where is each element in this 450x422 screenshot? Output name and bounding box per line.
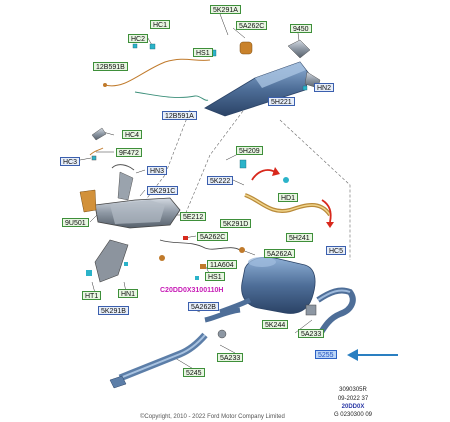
label-9u501[interactable]: 9U501 bbox=[62, 218, 89, 227]
label-12b591a[interactable]: 12B591A bbox=[162, 111, 197, 120]
label-hc3[interactable]: HC3 bbox=[60, 157, 81, 166]
label-5k291a[interactable]: 5K291A bbox=[210, 5, 241, 14]
label-5k291c[interactable]: 5K291C bbox=[147, 186, 179, 195]
harness-12b591b bbox=[104, 58, 211, 87]
label-hc5[interactable]: HC5 bbox=[326, 246, 347, 255]
sensors-top bbox=[132, 43, 308, 91]
label-5a262a[interactable]: 5A262A bbox=[264, 249, 295, 258]
meta-code: G 0230300 09 bbox=[333, 412, 373, 418]
frontpipe-5245 bbox=[109, 332, 208, 389]
dpf-5h221 bbox=[204, 39, 321, 117]
catalyst-5e212 bbox=[79, 164, 181, 229]
label-5a233-2[interactable]: 5A233 bbox=[217, 353, 244, 362]
red-arrow-right bbox=[321, 199, 332, 223]
label-5h209[interactable]: 5H209 bbox=[236, 146, 263, 155]
label-hd1[interactable]: HD1 bbox=[278, 193, 299, 202]
label-ht1[interactable]: HT1 bbox=[82, 291, 102, 300]
label-5e212[interactable]: 5E212 bbox=[180, 212, 207, 221]
red-arrow-left bbox=[251, 169, 276, 181]
label-hs1[interactable]: HS1 bbox=[193, 48, 213, 57]
label-hn2[interactable]: HN2 bbox=[314, 83, 335, 92]
copyright-text: ©Copyright, 2010 - 2022 Ford Motor Compa… bbox=[140, 414, 285, 420]
label-5k291b[interactable]: 5K291B bbox=[98, 306, 129, 315]
label-5k244[interactable]: 5K244 bbox=[262, 320, 289, 329]
sensor-9f472 bbox=[89, 127, 107, 161]
meta-ref: 3090305R bbox=[339, 387, 367, 393]
label-9450[interactable]: 9450 bbox=[290, 24, 312, 33]
label-5h241[interactable]: 5H241 bbox=[286, 233, 313, 242]
label-hc4[interactable]: HC4 bbox=[122, 130, 143, 139]
meta-date: 09-2022 37 bbox=[337, 396, 369, 402]
harness-middle bbox=[159, 239, 241, 251]
label-5a262c[interactable]: 5A262C bbox=[236, 21, 268, 30]
label-12b591b[interactable]: 12B591B bbox=[93, 62, 128, 71]
bracket-ht1 bbox=[86, 239, 129, 283]
muffler-5k244 bbox=[219, 256, 316, 315]
label-5245[interactable]: 5245 bbox=[183, 368, 205, 377]
meta-model: 20DD0X bbox=[341, 404, 365, 410]
harness-12b591a bbox=[134, 91, 209, 101]
diagram-code: C20DD0X3100110H bbox=[160, 287, 224, 294]
pipe-5h241 bbox=[239, 159, 332, 217]
label-5k222[interactable]: 5K222 bbox=[207, 176, 234, 185]
label-9f472[interactable]: 9F472 bbox=[116, 148, 142, 157]
label-hn1[interactable]: HN1 bbox=[118, 289, 139, 298]
label-5a262b[interactable]: 5A262B bbox=[188, 302, 219, 311]
midpipe bbox=[204, 307, 241, 323]
label-hn3[interactable]: HN3 bbox=[147, 166, 168, 175]
label-5a262c-2[interactable]: 5A262C bbox=[197, 232, 229, 241]
label-hc1[interactable]: HC1 bbox=[150, 20, 171, 29]
label-hs1-2[interactable]: HS1 bbox=[205, 272, 225, 281]
highlight-arrow bbox=[347, 349, 398, 361]
label-11a604[interactable]: 11A604 bbox=[207, 260, 237, 269]
label-5a233[interactable]: 5A233 bbox=[298, 329, 325, 338]
label-5k291d[interactable]: 5K291D bbox=[220, 219, 252, 228]
tailpipe-5255 bbox=[305, 287, 356, 336]
label-hc2[interactable]: HC2 bbox=[128, 34, 149, 43]
label-5255[interactable]: 5255 bbox=[315, 350, 337, 359]
label-5h221[interactable]: 5H221 bbox=[268, 97, 295, 106]
